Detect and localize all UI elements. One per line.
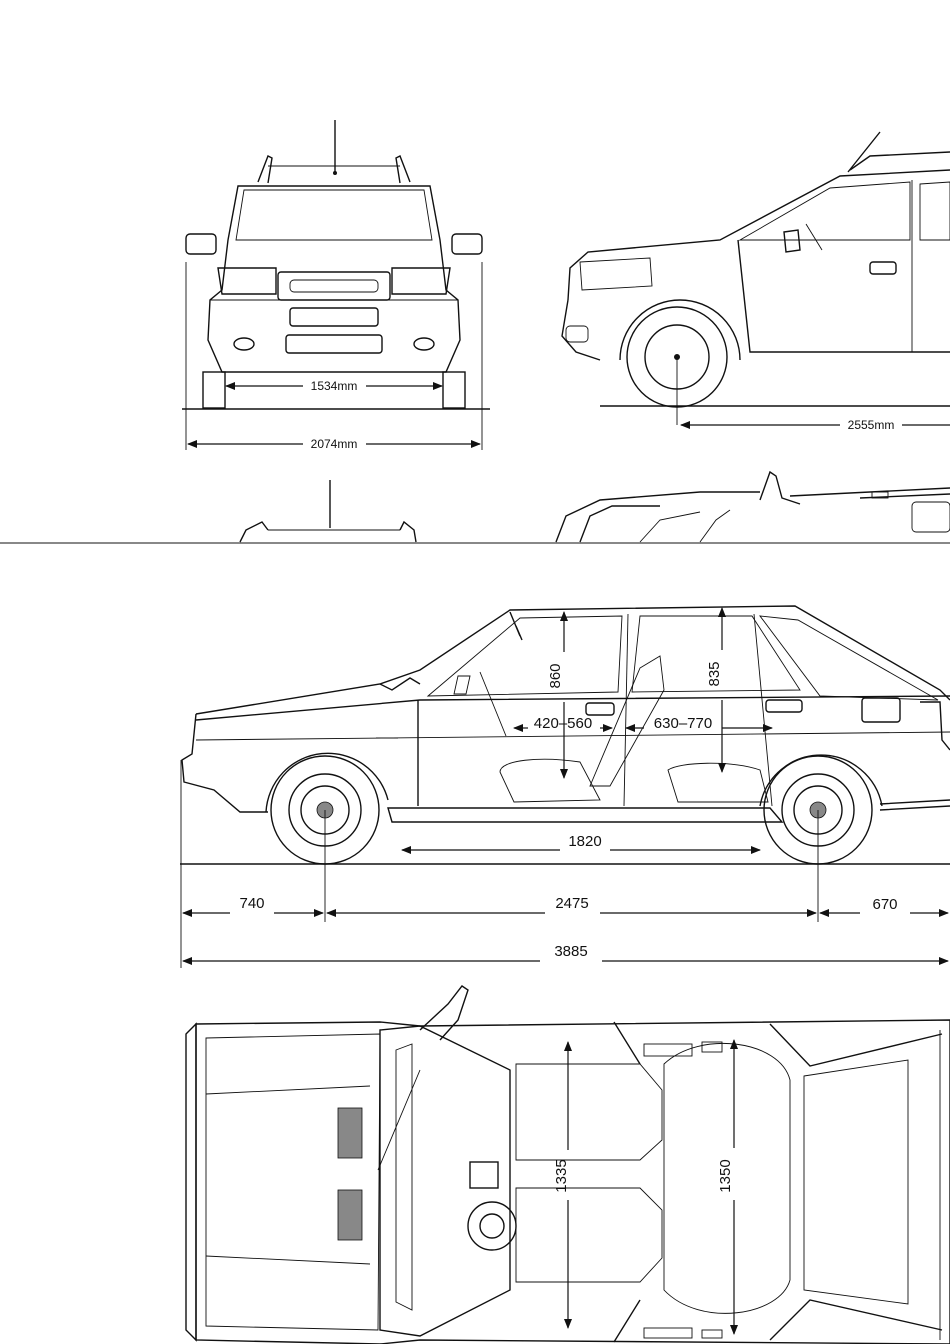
interior-length-label: 1820 <box>568 833 601 850</box>
rear-legroom-label: 630–770 <box>654 715 712 732</box>
suv-side-view <box>561 131 950 429</box>
front-shoulder-width-label: 1335 <box>553 1159 570 1192</box>
wheelbase-label: 2475 <box>555 895 588 912</box>
rear-headroom-label: 835 <box>706 661 723 686</box>
rear-overhang-label: 670 <box>872 896 897 913</box>
front-headroom-label: 860 <box>547 663 564 688</box>
rear-shoulder-width-label: 1350 <box>717 1159 734 1192</box>
hatchback-top-view <box>185 985 950 1344</box>
suv-blueprint: 1534mm 2074mm 2555mm <box>0 120 950 544</box>
overall-width-label: 2074mm <box>311 437 358 451</box>
suv-wheelbase-label: 2555mm <box>848 418 895 432</box>
overall-length-label: 3885 <box>554 943 587 960</box>
front-overhang-label: 740 <box>239 895 264 912</box>
track-width-label: 1534mm <box>311 379 358 393</box>
hatchback-side-view <box>180 605 950 968</box>
suv-top-view-cropped <box>555 470 950 543</box>
suv-rear-view-cropped <box>239 480 417 543</box>
front-seat-travel-label: 420–560 <box>534 715 592 732</box>
hatchback-blueprint: 860 835 420–560 630–770 1820 740 2475 67… <box>180 605 950 1344</box>
suv-front-view <box>182 120 490 450</box>
